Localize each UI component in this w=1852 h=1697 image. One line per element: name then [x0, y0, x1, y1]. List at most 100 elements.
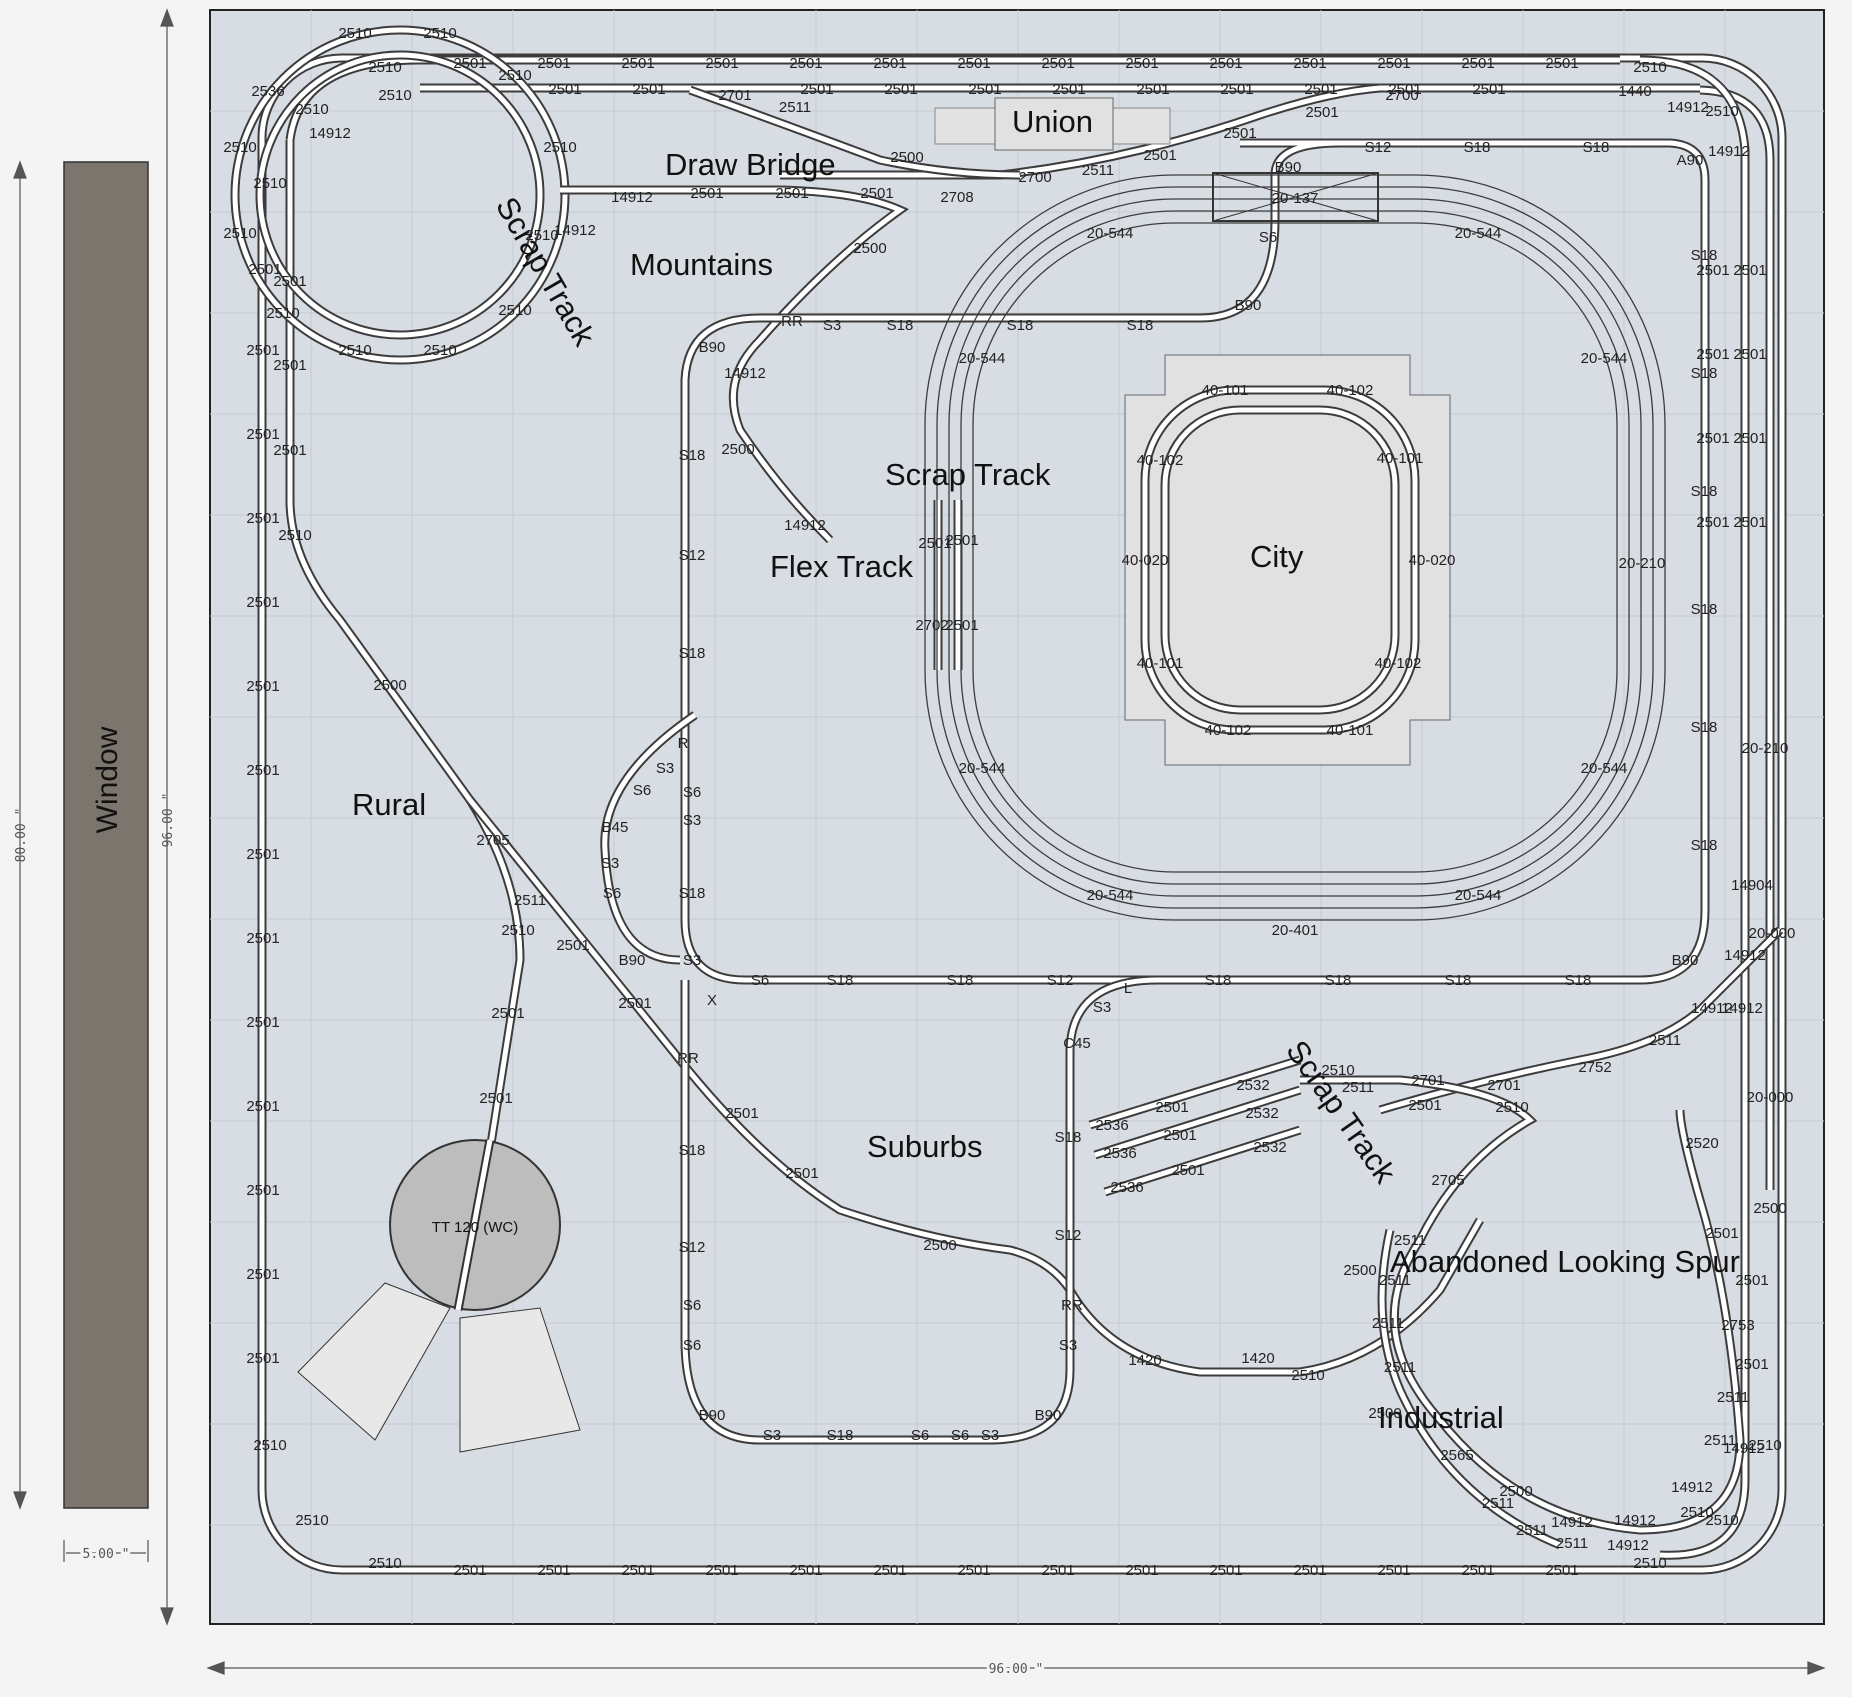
track-label: 2510 — [1705, 103, 1738, 120]
track-label: S3 — [763, 1427, 781, 1444]
track-label: S18 — [679, 447, 706, 464]
track-label: S18 — [679, 1142, 706, 1159]
track-label: 20-544 — [1455, 887, 1502, 904]
track-label: B90 — [1672, 952, 1699, 969]
track-label: S18 — [1691, 719, 1718, 736]
track-label: 2501 — [246, 426, 279, 443]
track-label: 14912 — [309, 125, 351, 142]
track-label: 2510 — [423, 25, 456, 42]
track-label: 2501 — [945, 617, 978, 634]
track-label: 2510 — [368, 59, 401, 76]
track-label: 2501 — [621, 55, 654, 72]
track-label: 2510 — [266, 305, 299, 322]
track-label: 2501 — [1041, 55, 1074, 72]
track-label: 2501 — [1696, 514, 1729, 531]
track-label: 2511 — [1556, 1535, 1588, 1552]
track-label: 2510 — [1748, 1437, 1781, 1454]
multilane-oval — [924, 174, 1666, 921]
track-label: 14912 — [1551, 1514, 1593, 1531]
track-label: 2510 — [338, 25, 371, 42]
track-label: S18 — [679, 885, 706, 902]
track-label: 2501 — [1304, 81, 1337, 98]
track-label: 2510 — [368, 1555, 401, 1572]
track-label: 2510 — [253, 1437, 286, 1454]
track-label: 2501 — [273, 273, 306, 290]
area-union: Union — [1012, 104, 1093, 139]
track-label: 2501 — [1461, 55, 1494, 72]
track-label: 2510 — [498, 302, 531, 319]
track-label: 2510 — [1705, 1512, 1738, 1529]
track-label: S3 — [981, 1427, 999, 1444]
track-label: S3 — [683, 952, 701, 969]
track-label: 2501 — [246, 846, 279, 863]
area-abandoned-spur: Abandoned Looking Spur — [1390, 1244, 1740, 1279]
track-label: 2501 — [690, 185, 723, 202]
track-label: 2536 — [1103, 1145, 1136, 1162]
track-label: 2511 — [1384, 1359, 1416, 1376]
track-label: 2501 — [873, 55, 906, 72]
track-label: 14912 — [1614, 1512, 1656, 1529]
track-label: 2500 — [1368, 1405, 1401, 1422]
track-label: 40-101 — [1327, 722, 1374, 739]
track-label: 2501 — [273, 442, 306, 459]
track-label: 20-544 — [1087, 225, 1134, 242]
track-label: 2501 — [537, 55, 570, 72]
track-label: RR — [677, 1050, 699, 1067]
track-label: 14912 — [1721, 1000, 1763, 1017]
track-label: 2501 — [1472, 81, 1505, 98]
track-label: S18 — [887, 317, 914, 334]
window-label: Window — [91, 726, 124, 833]
track-label: S3 — [683, 812, 701, 829]
track-label: 2510 — [278, 527, 311, 544]
track-label: 2501 — [1220, 81, 1253, 98]
area-scrap-track-center: Scrap Track — [885, 457, 1051, 492]
track-label: 20-000 — [1747, 1089, 1794, 1106]
area-city: City — [1250, 539, 1304, 574]
track-label: 20-544 — [959, 760, 1006, 777]
track-label: S18 — [1691, 483, 1718, 500]
track-label: 1420 — [1241, 1350, 1274, 1367]
track-label: 20-210 — [1619, 555, 1666, 572]
track-label: 2701 — [1411, 1072, 1444, 1089]
track-label: S6 — [683, 784, 701, 801]
track-label: B90 — [619, 952, 646, 969]
bridge-structure — [1212, 172, 1379, 222]
area-rural: Rural — [352, 787, 426, 822]
track-label: S12 — [679, 1239, 706, 1256]
track-label: 2510 — [223, 139, 256, 156]
track-label: S6 — [751, 972, 769, 989]
track-label: 2701 — [718, 87, 751, 104]
track-label: 2510 — [498, 67, 531, 84]
track-label: 20-544 — [1581, 350, 1628, 367]
track-label: RR — [781, 313, 803, 330]
area-flex-track: Flex Track — [770, 549, 913, 584]
track-label: 2520 — [1685, 1135, 1718, 1152]
area-draw-bridge: Draw Bridge — [665, 147, 836, 182]
track-label: 2501 — [537, 1562, 570, 1579]
track-label: L — [1124, 980, 1132, 997]
track-label: 2501 — [246, 930, 279, 947]
area-suburbs: Suburbs — [867, 1129, 982, 1164]
track-label: 2700 — [1385, 87, 1418, 104]
track-label: 2501 — [1293, 55, 1326, 72]
track-label: B90 — [1035, 1407, 1062, 1424]
track-label: 2511 — [514, 892, 546, 909]
area-labels: Union Draw Bridge Mountains Scrap Track … — [352, 104, 1740, 1435]
track-label: 2501 — [246, 594, 279, 611]
track-label: 40-020 — [1409, 552, 1456, 569]
track-label: S6 — [603, 885, 621, 902]
track-label: 2501 — [246, 1014, 279, 1031]
track-label: 2501 — [246, 1266, 279, 1283]
track-label: 2511 — [1372, 1315, 1404, 1332]
track-label: 14912 — [1724, 947, 1766, 964]
track-label: B90 — [699, 1407, 726, 1424]
track-label: 20-210 — [1742, 740, 1789, 757]
track-label: S12 — [1365, 139, 1392, 156]
track-label: 2501 — [775, 185, 808, 202]
track-label: 2511 — [1394, 1232, 1426, 1249]
track-label: S12 — [1047, 972, 1074, 989]
track-label: 2501 — [800, 81, 833, 98]
track-label: S18 — [1464, 139, 1491, 156]
track-label: S18 — [679, 645, 706, 662]
